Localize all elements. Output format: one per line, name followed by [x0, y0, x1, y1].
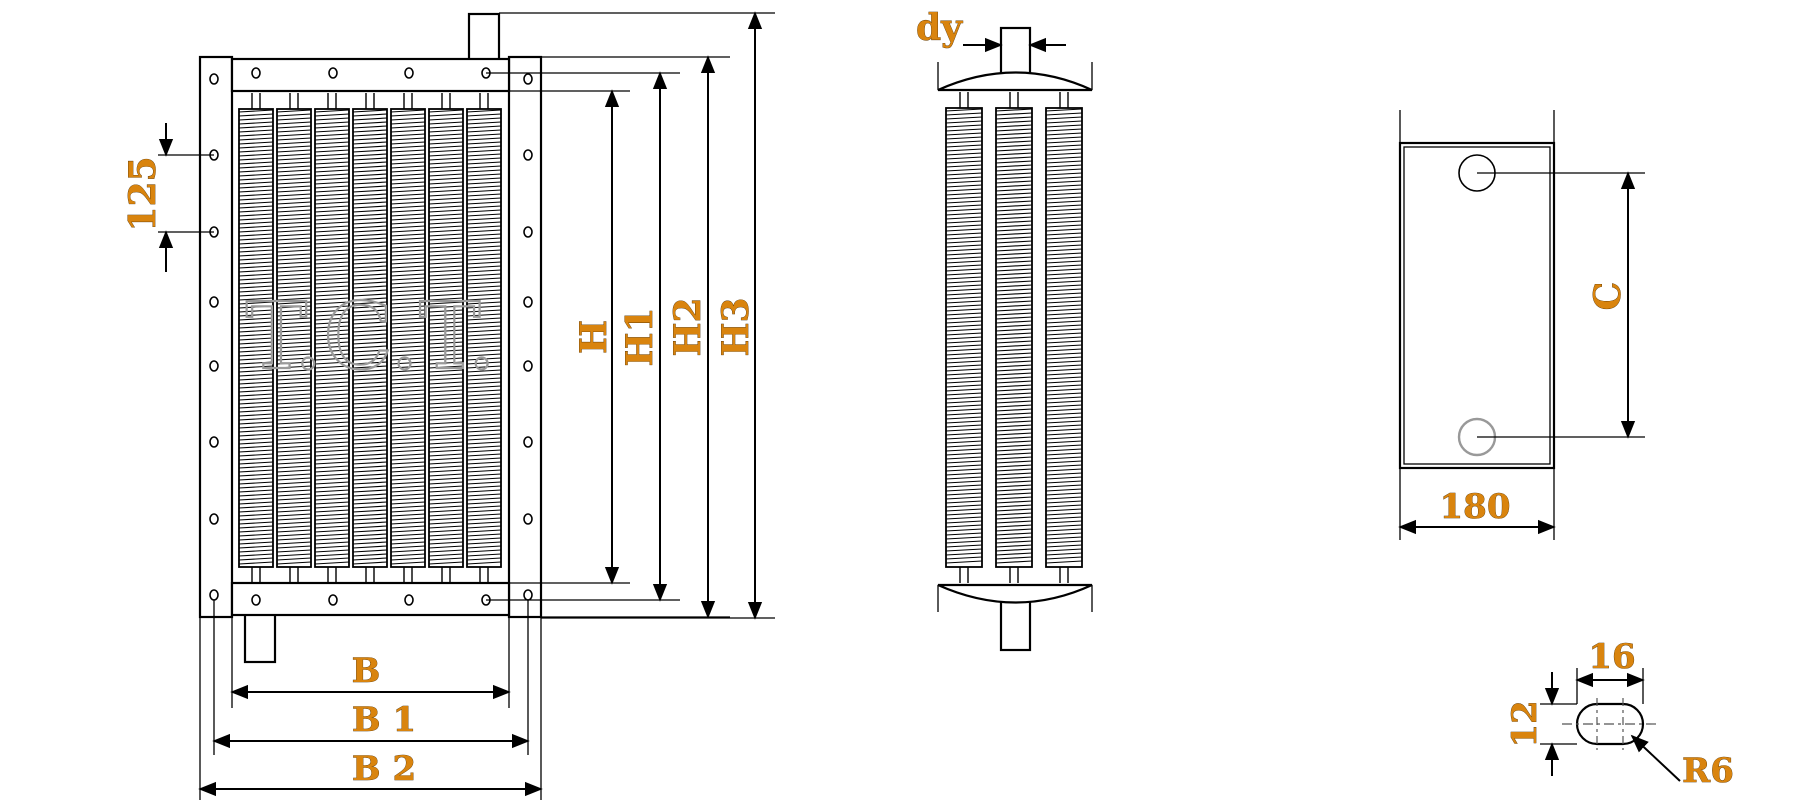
pitch-dimension	[158, 123, 214, 272]
side-top-header	[937, 71, 1093, 92]
dim-h3-label: H3	[715, 297, 757, 356]
flange-inner	[1403, 146, 1551, 465]
finned-tubes	[238, 93, 502, 583]
dim-180-label: 180	[1440, 487, 1511, 527]
side-view: dy	[916, 7, 1093, 652]
slot-detail: 16 12 R6	[1505, 637, 1735, 792]
left-flange-holes	[209, 73, 219, 601]
dim-16-label: 16	[1588, 637, 1635, 677]
finned-tube	[276, 93, 312, 583]
dim-h1-label: H1	[619, 307, 661, 366]
dim-dy-label: dy	[916, 7, 963, 49]
dim-r6-leader	[1630, 734, 1681, 782]
finned-tube	[352, 93, 388, 583]
right-flange	[507, 55, 543, 619]
finned-tube	[945, 92, 983, 583]
dim-r6-label: R6	[1682, 751, 1734, 791]
side-finned-tubes	[945, 92, 1083, 583]
dim-b2-label: B 2	[352, 749, 416, 789]
pitch-label: 125	[122, 156, 164, 231]
dim-b1-label: B 1	[352, 700, 416, 740]
side-bottom-nozzle	[999, 598, 1032, 652]
watermark-text: T.C.T.	[246, 283, 497, 390]
finned-tube	[314, 93, 350, 583]
side-bottom-header	[937, 583, 1093, 604]
dim-12-label: 12	[1505, 700, 1545, 747]
bottom-nozzle	[243, 610, 277, 664]
front-view: T.C.T. H H1 H2 H3 125	[122, 11, 775, 800]
finned-tube	[466, 93, 502, 583]
dim-h2-label: H2	[667, 297, 709, 356]
finned-tube	[1045, 92, 1083, 583]
finned-tube	[995, 92, 1033, 583]
flange-outer	[1398, 141, 1556, 470]
left-flange	[198, 55, 234, 619]
flange-view: C 180	[1398, 110, 1645, 540]
finned-tube	[428, 93, 464, 583]
front-height-extension-lines	[445, 12, 775, 619]
side-top-nozzle	[999, 26, 1032, 80]
finned-tube	[390, 93, 426, 583]
top-header	[230, 57, 511, 93]
header-holes	[251, 67, 491, 606]
dim-h-label: H	[573, 320, 615, 354]
dim-c-label: C	[1587, 282, 1629, 311]
bottom-header	[230, 581, 511, 617]
dim-b-label: B	[352, 651, 381, 691]
finned-tube	[238, 93, 274, 583]
right-flange-holes	[523, 73, 533, 601]
top-nozzle	[467, 12, 501, 62]
